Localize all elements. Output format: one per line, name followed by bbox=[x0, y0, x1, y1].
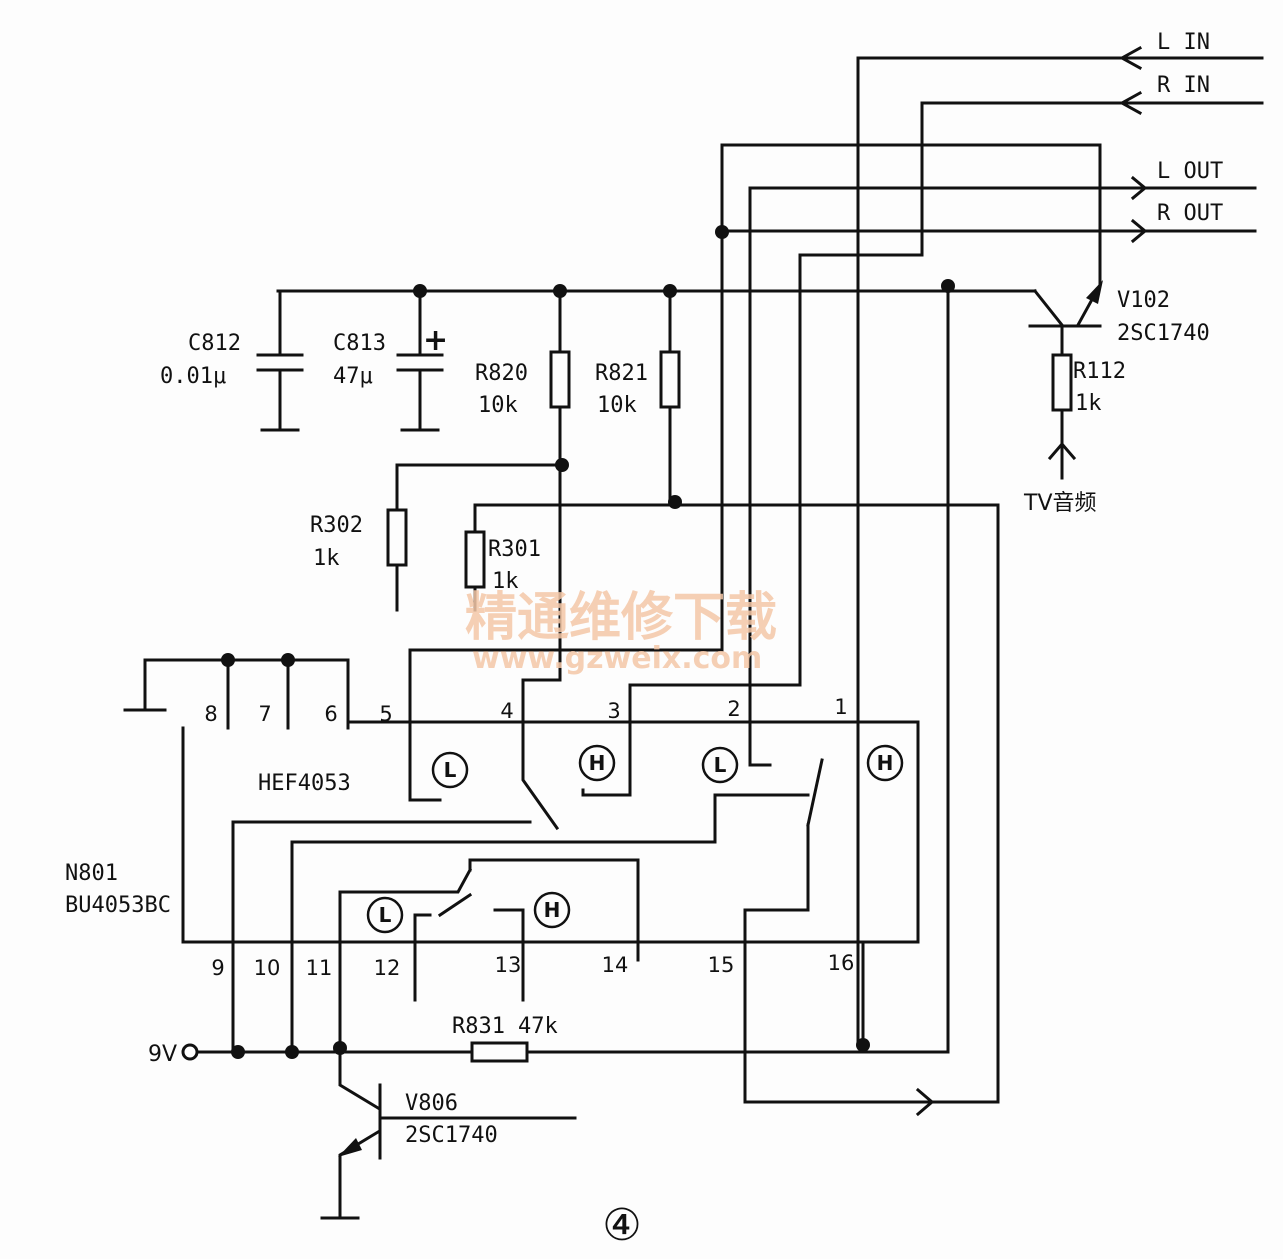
r112-resistor bbox=[1047, 353, 1077, 480]
svg-text:11: 11 bbox=[306, 956, 333, 980]
svg-text:L: L bbox=[714, 753, 727, 777]
r-out-label: R OUT bbox=[1157, 201, 1223, 226]
r-out-line bbox=[408, 143, 1257, 802]
svg-text:16: 16 bbox=[828, 951, 855, 975]
l-out-label: L OUT bbox=[1157, 159, 1223, 184]
svg-text:4: 4 bbox=[500, 699, 513, 723]
svg-text:14: 14 bbox=[602, 953, 629, 977]
svg-text:H: H bbox=[589, 751, 606, 775]
r112-value: 1k bbox=[1075, 391, 1102, 416]
r112-ref: R112 bbox=[1073, 359, 1126, 384]
svg-text:8: 8 bbox=[204, 702, 217, 726]
figure-number: ④ bbox=[602, 1200, 641, 1251]
r831-ref: R831 bbox=[452, 1014, 505, 1039]
r301-value: 1k bbox=[492, 569, 519, 594]
r302-resistor bbox=[386, 463, 562, 612]
svg-text:6: 6 bbox=[324, 702, 337, 726]
r-in-line bbox=[581, 90, 1264, 797]
ic-top-pins: 8 7 6 5 4 3 2 1 bbox=[204, 695, 847, 726]
c813-capacitor bbox=[396, 289, 444, 432]
v102-transistor bbox=[1028, 280, 1103, 357]
c812-value: 0.01μ bbox=[160, 364, 226, 389]
junction-dots bbox=[221, 225, 955, 1059]
r302-ref: R302 bbox=[310, 513, 363, 538]
r820-ref: R820 bbox=[475, 361, 528, 386]
ic-bottom-pins: 9 10 11 12 13 14 15 16 bbox=[211, 951, 854, 980]
watermark-text: 精通维修下载 bbox=[465, 588, 777, 648]
svg-text:H: H bbox=[544, 898, 561, 922]
r831-value: 47k bbox=[518, 1014, 558, 1039]
ic-alt: BU4053BC bbox=[65, 893, 171, 918]
r820-value: 10k bbox=[478, 393, 518, 418]
svg-text:3: 3 bbox=[607, 699, 620, 723]
svg-text:9: 9 bbox=[211, 956, 224, 980]
v102-value: 2SC1740 bbox=[1117, 321, 1210, 346]
l-out-line bbox=[748, 175, 1257, 767]
svg-text:13: 13 bbox=[495, 953, 522, 977]
svg-text:H: H bbox=[877, 751, 894, 775]
svg-text:2: 2 bbox=[727, 697, 740, 721]
watermark-url: www.gzweix.com bbox=[472, 641, 762, 676]
svg-text:7: 7 bbox=[258, 702, 271, 726]
ic-hef4053 bbox=[123, 658, 1000, 1117]
svg-text:L: L bbox=[444, 758, 457, 782]
svg-text:5: 5 bbox=[379, 702, 392, 726]
ic-name: HEF4053 bbox=[258, 771, 351, 796]
svg-text:12: 12 bbox=[374, 956, 401, 980]
v806-ref: V806 bbox=[405, 1091, 458, 1116]
v806-transistor bbox=[320, 1050, 577, 1220]
supply-rail bbox=[276, 289, 1037, 1044]
svg-text:1: 1 bbox=[834, 695, 847, 719]
r302-value: 1k bbox=[313, 546, 340, 571]
c813-value: 47μ bbox=[333, 364, 373, 389]
v806-value: 2SC1740 bbox=[405, 1123, 498, 1148]
v102-ref: V102 bbox=[1117, 288, 1170, 313]
r821-resistor bbox=[659, 289, 681, 507]
svg-text:10: 10 bbox=[254, 956, 281, 980]
r821-ref: R821 bbox=[595, 361, 648, 386]
r820-resistor bbox=[521, 289, 571, 831]
c812-ref: C812 bbox=[188, 331, 241, 356]
r821-value: 10k bbox=[597, 393, 637, 418]
c812-capacitor bbox=[256, 289, 304, 432]
ic-ref: N801 bbox=[65, 861, 118, 886]
r-in-label: R IN bbox=[1157, 73, 1210, 98]
svg-text:L: L bbox=[379, 903, 392, 927]
r301-resistor bbox=[464, 503, 1000, 1104]
r301-ref: R301 bbox=[488, 537, 541, 562]
c813-polarity: + bbox=[423, 323, 448, 358]
tv-audio-label: TV音频 bbox=[1023, 491, 1097, 516]
switch-position-markers: L H L H L H bbox=[366, 744, 904, 934]
c813-ref: C813 bbox=[333, 331, 386, 356]
l-in-label: L IN bbox=[1157, 30, 1210, 55]
svg-text:15: 15 bbox=[708, 953, 735, 977]
supply-label: 9V bbox=[148, 1042, 177, 1067]
l-in-line bbox=[856, 45, 1264, 1044]
